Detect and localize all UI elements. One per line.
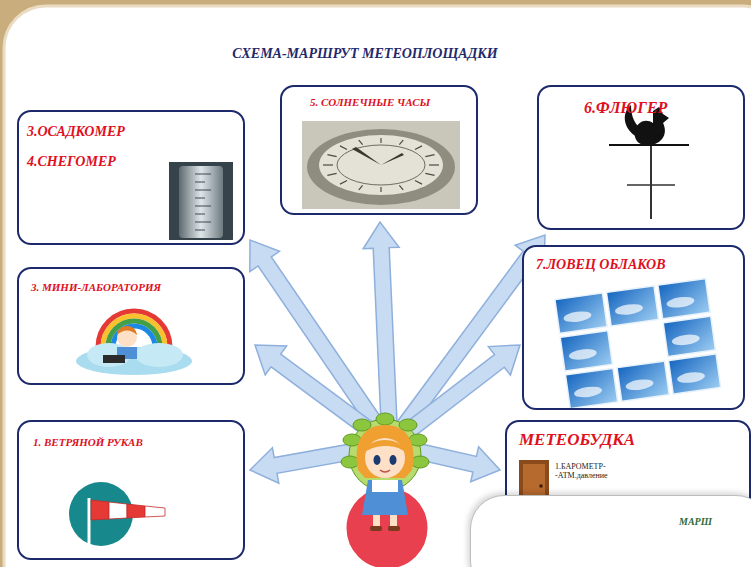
- station-name: МАРШ: [679, 516, 712, 528]
- route-arrow: [384, 235, 545, 450]
- route-arrows: [250, 222, 545, 483]
- station-name: 3. МИНИ-ЛАБОРАТОРИЯ: [31, 281, 161, 294]
- station-box: 5. СОЛНЕЧНЫЕ ЧАСЫ: [280, 85, 478, 215]
- route-panel: МАРШ: [470, 495, 751, 567]
- station-box: 3.ОСАДКОМЕР 4.СНЕГОМЕР: [17, 110, 245, 245]
- station-name: 5. СОЛНЕЧНЫЕ ЧАСЫ: [310, 96, 430, 109]
- station-name: 1. ВЕТРЯНОЙ РУКАВ: [33, 436, 143, 449]
- diagram-title: СХЕМА-МАРШРУТ МЕТЕОПЛОЩАДКИ: [0, 46, 730, 62]
- station-name: МЕТЕОБУДКА: [519, 430, 635, 450]
- station-note: 4.СНЕГОМЕР: [27, 154, 116, 170]
- station-box: 7.ЛОВЕЦ ОБЛАКОВ: [522, 245, 745, 410]
- route-arrow: [363, 222, 399, 445]
- station-box: 3. МИНИ-ЛАБОРАТОРИЯ: [17, 267, 245, 385]
- panel: [4, 6, 751, 567]
- station-note: 1.БАРОМЕТР- -АТМ.давление: [555, 462, 635, 480]
- station-name: 7.ЛОВЕЦ ОБЛАКОВ: [536, 257, 666, 273]
- station-icon: [471, 496, 751, 567]
- station-name: 6.ФЛЮГЕР: [584, 99, 667, 117]
- girl-figure: [341, 413, 429, 567]
- station-box: 6.ФЛЮГЕР: [537, 85, 745, 230]
- station-name: 3.ОСАДКОМЕР: [27, 124, 125, 140]
- station-box: 1. ВЕТРЯНОЙ РУКАВ: [17, 420, 245, 560]
